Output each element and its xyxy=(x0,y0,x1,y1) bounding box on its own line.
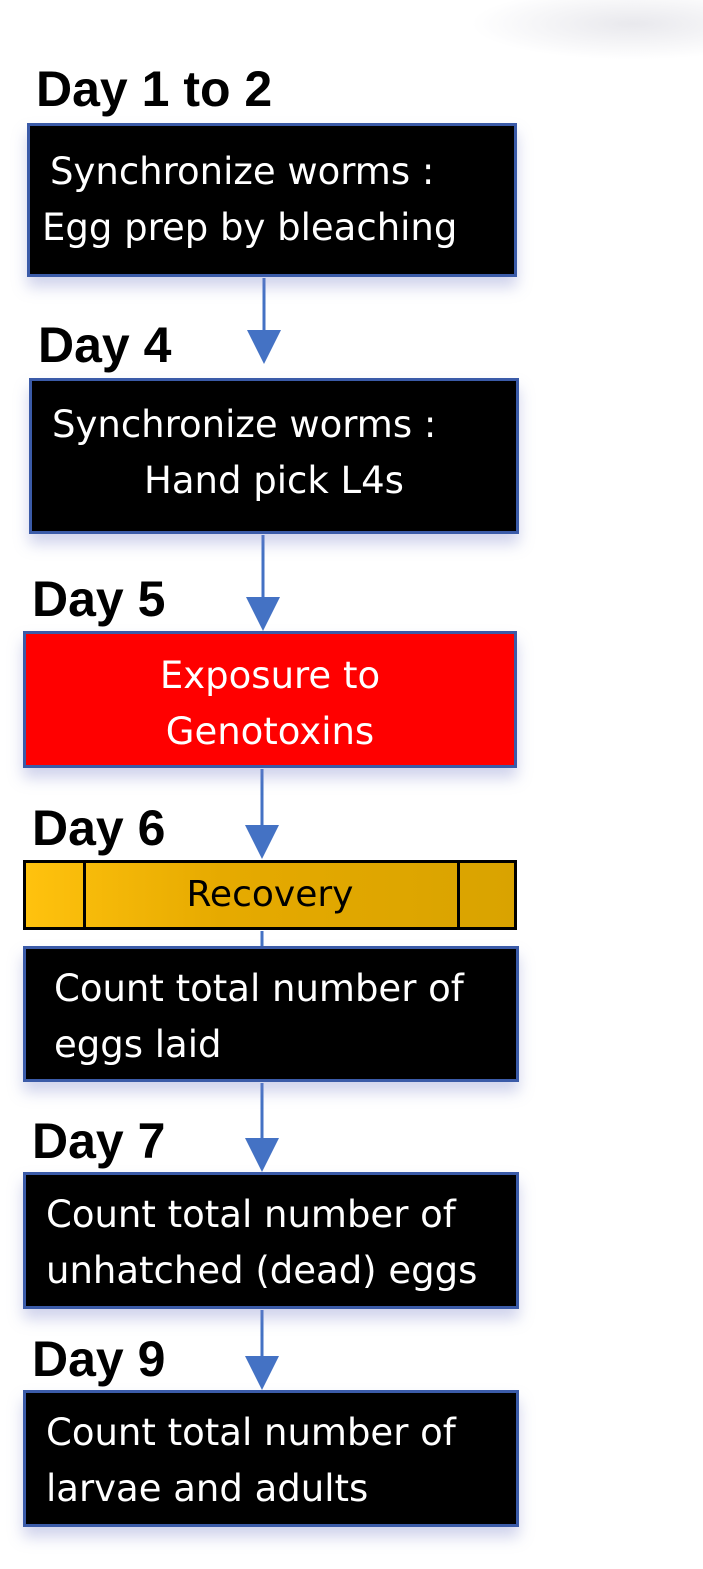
step-line: Count total number of xyxy=(46,1411,456,1454)
day-label-9: Day 9 xyxy=(32,1331,166,1387)
step-line: Hand pick L4s xyxy=(144,458,404,502)
step-count-eggs-laid: Count total number of eggs laid xyxy=(23,946,519,1082)
arrowhead-icon xyxy=(247,330,281,364)
step-hand-pick-l4s: Synchronize worms : Hand pick L4s xyxy=(29,378,519,534)
day-label-1-to-2: Day 1 to 2 xyxy=(36,61,273,117)
step-line: eggs laid xyxy=(54,1022,222,1066)
step-line: Count total number of xyxy=(54,967,464,1010)
step-line: larvae and adults xyxy=(46,1466,369,1510)
step-line: Exposure to xyxy=(159,654,381,697)
recovery-bar: Recovery xyxy=(23,860,517,930)
recovery-divider-right xyxy=(457,863,460,927)
step-line: Genotoxins xyxy=(165,709,375,753)
background-smudge xyxy=(470,0,703,60)
step-line: Count total number of xyxy=(46,1193,456,1236)
step-exposure-genotoxins: Exposure to Genotoxins xyxy=(23,631,517,768)
day-label-4: Day 4 xyxy=(38,317,172,373)
arrowhead-icon xyxy=(246,597,280,631)
recovery-divider-left xyxy=(83,863,86,927)
day-label-7: Day 7 xyxy=(32,1113,166,1169)
step-line: Egg prep by bleaching xyxy=(42,205,458,249)
arrowhead-icon xyxy=(245,825,279,859)
day-label-5: Day 5 xyxy=(32,571,166,627)
step-line: Synchronize worms : xyxy=(52,403,437,446)
recovery-label: Recovery xyxy=(186,874,354,915)
step-synchronize-bleaching: Synchronize worms : Egg prep by bleachin… xyxy=(27,123,517,277)
step-line: unhatched (dead) eggs xyxy=(46,1248,478,1292)
flow-arrows xyxy=(245,278,281,1390)
step-line: Synchronize worms : xyxy=(50,150,435,193)
arrowhead-icon xyxy=(245,1138,279,1172)
step-count-larvae-adults: Count total number of larvae and adults xyxy=(23,1390,519,1527)
step-count-unhatched-eggs: Count total number of unhatched (dead) e… xyxy=(23,1172,519,1309)
arrowhead-icon xyxy=(245,1356,279,1390)
day-label-6: Day 6 xyxy=(32,800,166,856)
